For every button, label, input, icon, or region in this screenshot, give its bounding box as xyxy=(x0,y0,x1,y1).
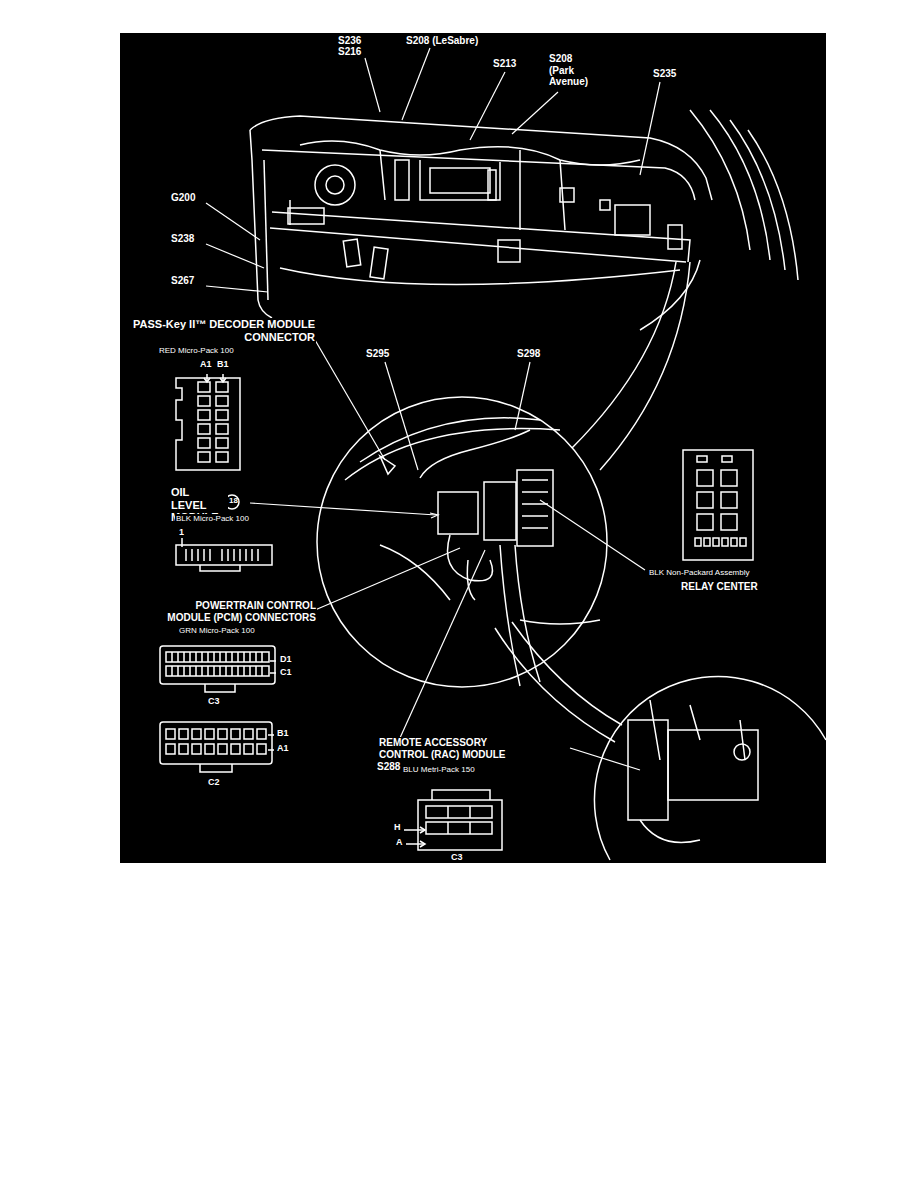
splice-callout: S235 xyxy=(652,68,677,80)
pin-label: A1 xyxy=(276,743,290,753)
pin-label: A1 xyxy=(199,359,213,369)
connector-id: C3 xyxy=(207,696,221,706)
connector-title: POWERTRAIN CONTROL MODULE (PCM) CONNECTO… xyxy=(150,600,317,623)
pin-label: B1 xyxy=(216,359,230,369)
pin-label: 1 xyxy=(178,527,185,537)
splice-callout: S298 xyxy=(516,348,541,360)
pin-label: H xyxy=(393,822,402,832)
pin-label: D1 xyxy=(279,654,293,664)
rac-c3-connector-drawing xyxy=(404,790,502,850)
module-title: RELAY CENTER xyxy=(680,581,759,593)
connector-type: RED Micro-Pack 100 xyxy=(158,346,235,355)
leader-lines xyxy=(206,48,660,770)
splice-callout: S236 xyxy=(337,35,362,47)
connector-type: GRN Micro-Pack 100 xyxy=(178,626,256,635)
rac-magnified-view xyxy=(594,676,826,860)
splice-callout: S213 xyxy=(492,58,517,70)
splice-callout: S208 (LeSabre) xyxy=(405,35,479,47)
connector-type: BLK Non-Packard Assembly xyxy=(648,568,751,577)
connector-type: BLK Micro-Pack 100 xyxy=(175,514,250,523)
dashboard-drawing xyxy=(250,110,798,330)
splice-callout: S288 xyxy=(376,761,401,773)
pin-label: B1 xyxy=(276,728,290,738)
connector-type: BLU Metri-Pack 150 xyxy=(402,765,476,774)
connector-title: PASS-Key II™ DECODER MODULE CONNECTOR xyxy=(130,318,316,343)
pin-label: C1 xyxy=(279,667,293,677)
module-title: REMOTE ACCESSORY CONTROL (RAC) MODULE xyxy=(378,737,530,760)
passkey-connector-drawing xyxy=(176,374,240,470)
circled-number: 18 xyxy=(228,496,239,505)
pcm-c2-connector-drawing xyxy=(160,722,274,772)
connector-id: C2 xyxy=(207,777,221,787)
magnified-view xyxy=(317,397,607,687)
relay-center-drawing xyxy=(683,450,753,560)
splice-callout: S238 xyxy=(170,233,195,245)
magnifier-funnel xyxy=(495,262,690,742)
splice-callout: S267 xyxy=(170,275,195,287)
splice-callout: S295 xyxy=(365,348,390,360)
oil-level-connector-drawing xyxy=(176,538,272,571)
connector-id: C3 xyxy=(450,852,464,862)
splice-callout: S208 (Park Avenue) xyxy=(548,53,596,88)
pin-label: A xyxy=(395,837,404,847)
pcm-c3-connector-drawing xyxy=(160,646,276,692)
ground-callout: G200 xyxy=(170,192,196,204)
splice-callout: S216 xyxy=(337,46,362,58)
